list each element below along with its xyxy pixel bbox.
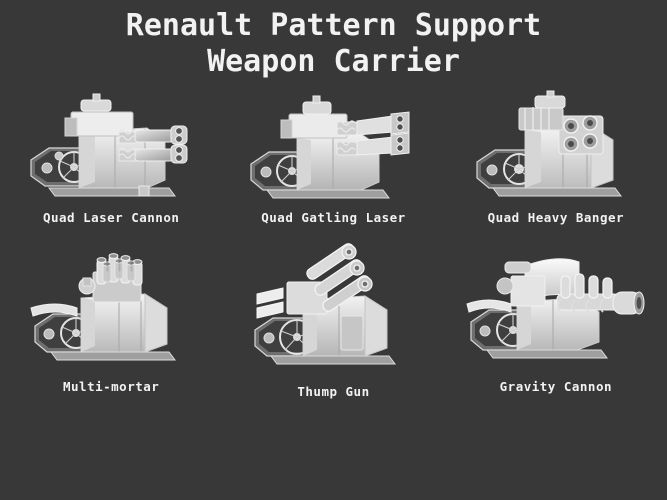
gallery-item-label: Quad Gatling Laser — [261, 210, 406, 225]
gallery-item-label: Quad Heavy Banger — [487, 210, 625, 225]
page-title: Renault Pattern Support Weapon Carrier — [0, 8, 667, 80]
gallery-item-thump-gun[interactable]: Thump Gun — [222, 238, 444, 418]
tracked-vehicle-quad-heavy-banger-render — [476, 90, 623, 197]
gallery-item-label: Quad Laser Cannon — [42, 210, 180, 225]
model-gallery-grid: Quad Laser Cannon — [0, 88, 667, 418]
gallery-item-multi-mortar[interactable]: Multi-mortar — [0, 238, 222, 418]
tracked-vehicle-gravity-cannon-render — [466, 258, 645, 359]
gallery-item-label: Gravity Cannon — [499, 379, 612, 394]
tracked-vehicle-quad-laser-cannon-render — [30, 93, 188, 197]
page-title-line-2: Weapon Carrier — [207, 44, 460, 79]
tracked-vehicle-quad-gatling-laser-render — [250, 95, 410, 199]
gallery-item-gravity-cannon[interactable]: Gravity Cannon — [445, 238, 667, 418]
gallery-item-quad-laser-cannon[interactable]: Quad Laser Cannon — [0, 88, 222, 238]
gallery-item-label: Multi-mortar — [63, 379, 160, 394]
gallery-item-quad-gatling-laser[interactable]: Quad Gatling Laser — [222, 88, 444, 238]
page-title-line-1: Renault Pattern Support — [125, 8, 542, 43]
gallery-item-quad-heavy-banger[interactable]: Quad Heavy Banger — [445, 88, 667, 238]
tracked-vehicle-thump-gun-render — [254, 243, 397, 365]
tracked-vehicle-multi-mortar-render — [30, 253, 177, 361]
gallery-item-label: Thump Gun — [297, 384, 370, 399]
